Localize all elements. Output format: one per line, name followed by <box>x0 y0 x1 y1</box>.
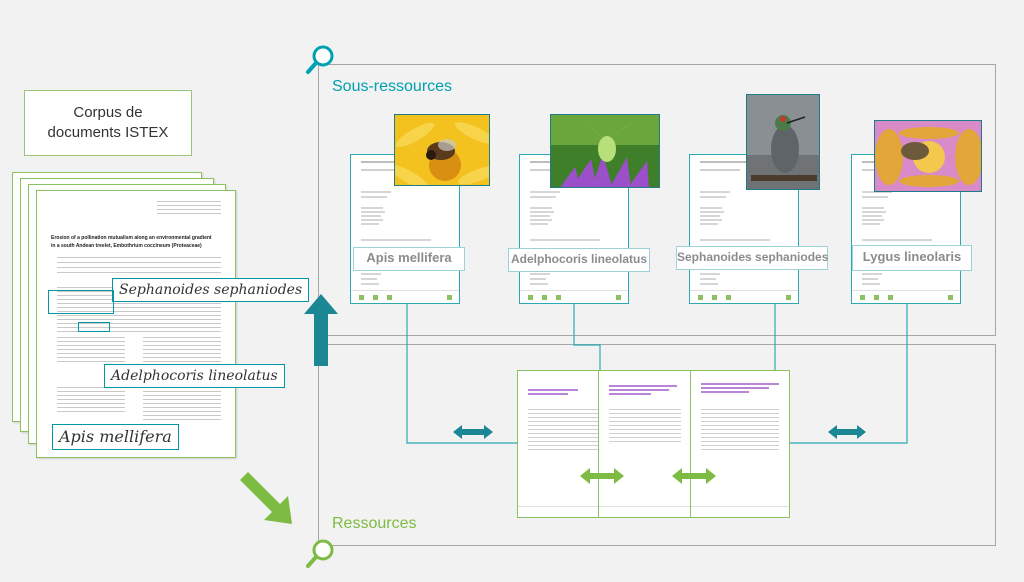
document-page-front: Erosion of a pollination mutualism along… <box>36 190 236 458</box>
species-tag-apis: Apis mellifera <box>52 424 179 450</box>
double-arrow-icon <box>580 468 624 484</box>
document-title-line1: Erosion of a pollination mutualism along… <box>51 235 212 241</box>
corpus-line2: documents ISTEX <box>47 124 169 141</box>
resources-title: Ressources <box>332 515 417 532</box>
search-icon <box>306 539 334 568</box>
double-arrow-icon <box>453 425 493 439</box>
card-label-apis: Apis mellifera <box>353 247 465 271</box>
sub-resources-title: Sous-ressources <box>332 78 453 95</box>
arrow-down-right-icon <box>240 472 292 524</box>
photo-bug <box>550 114 660 188</box>
double-arrow-icon <box>672 468 716 484</box>
highlight-box <box>78 322 110 332</box>
corpus-line1: Corpus de <box>73 104 143 121</box>
resources-frame <box>318 344 996 546</box>
photo-bee <box>394 114 490 186</box>
card-label-lygus: Lygus lineolaris <box>852 245 972 271</box>
photo-lygus <box>874 120 982 192</box>
document-title-line2: in a south Andean treelet, Embothrium co… <box>51 243 202 249</box>
photo-hummingbird <box>746 94 820 190</box>
species-tag-adelphocoris: Adelphocoris lineolatus <box>104 364 285 388</box>
double-arrow-icon <box>828 425 866 439</box>
card-label-sephanoides: Sephanoides sephaniodes <box>676 246 828 270</box>
sub-resources-frame <box>318 64 996 336</box>
highlight-box <box>48 290 114 314</box>
corpus-box: Corpus de documents ISTEX <box>24 90 192 156</box>
resource-page[interactable] <box>517 370 609 518</box>
card-label-adelphocoris: Adelphocoris lineolatus <box>508 248 650 272</box>
search-icon <box>306 45 334 74</box>
resource-page[interactable] <box>598 370 692 518</box>
resource-page[interactable] <box>690 370 790 518</box>
arrow-up-icon <box>304 294 338 366</box>
species-tag-sephanoides: Sephanoides sephaniodes <box>112 278 310 302</box>
